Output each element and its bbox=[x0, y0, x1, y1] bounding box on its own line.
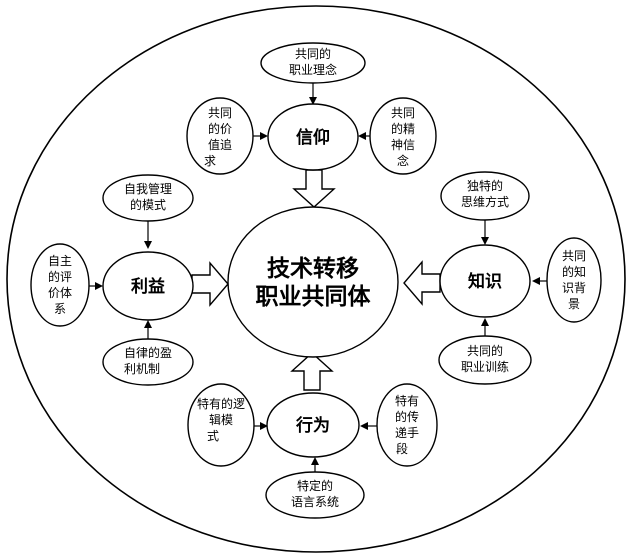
svg-text:独特的: 独特的 bbox=[467, 178, 503, 193]
svg-text:段: 段 bbox=[396, 441, 408, 456]
svg-text:的精: 的精 bbox=[391, 121, 415, 136]
hub-knowledge: 知识 bbox=[439, 244, 531, 318]
hub-behavior: 行为 bbox=[266, 392, 360, 458]
block-arrow-down bbox=[292, 169, 336, 208]
svg-text:共同: 共同 bbox=[562, 249, 586, 263]
svg-text:的知: 的知 bbox=[562, 264, 586, 279]
svg-text:系: 系 bbox=[54, 302, 66, 316]
svg-text:职业理念: 职业理念 bbox=[289, 62, 337, 77]
center-line-2: 职业共同体 bbox=[256, 284, 372, 310]
svg-text:共同: 共同 bbox=[391, 106, 415, 120]
svg-text:识背: 识背 bbox=[562, 281, 586, 295]
svg-text:职业训练: 职业训练 bbox=[461, 359, 509, 374]
hub-belief-label: 信仰 bbox=[296, 127, 330, 148]
svg-text:特有: 特有 bbox=[395, 393, 419, 408]
svg-text:景: 景 bbox=[568, 297, 580, 311]
svg-text:自律的盈: 自律的盈 bbox=[124, 345, 172, 360]
svg-text:价体: 价体 bbox=[48, 286, 72, 300]
svg-text:特定的: 特定的 bbox=[297, 478, 333, 493]
block-arrow-right bbox=[191, 261, 229, 307]
svg-text:式: 式 bbox=[207, 429, 219, 443]
svg-text:共同: 共同 bbox=[208, 106, 232, 120]
node-transfer-means: 特有 的传 递手 段 bbox=[376, 383, 438, 467]
svg-text:的传: 的传 bbox=[395, 409, 419, 424]
svg-text:的价: 的价 bbox=[208, 121, 232, 136]
node-language-system: 特定的 语言系统 bbox=[265, 471, 365, 519]
node-shared-background: 共同 的知 识背 景 bbox=[546, 237, 602, 323]
svg-text:求: 求 bbox=[204, 154, 216, 168]
node-shared-spirit: 共同 的精 神信 念 bbox=[369, 97, 437, 175]
svg-text:辑模: 辑模 bbox=[209, 413, 233, 427]
node-shared-values: 共同 的价 值追 求 bbox=[186, 97, 254, 175]
svg-text:自主: 自主 bbox=[48, 254, 72, 268]
hub-interest: 利益 bbox=[102, 251, 194, 321]
hub-behavior-label: 行为 bbox=[295, 415, 330, 436]
node-shared-concept: 共同的 职业理念 bbox=[260, 42, 366, 84]
svg-text:自我管理: 自我管理 bbox=[124, 181, 172, 196]
svg-text:语言系统: 语言系统 bbox=[291, 495, 339, 509]
node-self-profit: 自律的盈 利机制 bbox=[102, 338, 194, 386]
node-shared-training: 共同的 职业训练 bbox=[438, 335, 532, 385]
block-arrow-up bbox=[290, 352, 334, 391]
node-logic-mode: 特有的逻 辑模 式 bbox=[187, 383, 255, 467]
svg-text:值追: 值追 bbox=[208, 137, 232, 152]
svg-text:共同的: 共同的 bbox=[467, 343, 503, 358]
hub-knowledge-label: 知识 bbox=[467, 271, 502, 292]
svg-text:共同的: 共同的 bbox=[295, 46, 331, 61]
svg-text:的评: 的评 bbox=[48, 269, 72, 284]
svg-text:利机制: 利机制 bbox=[124, 362, 160, 376]
connectors bbox=[89, 82, 547, 473]
hub-belief: 信仰 bbox=[267, 103, 359, 171]
center-line-1: 技术转移 bbox=[267, 255, 359, 282]
center-node: 技术转移 职业共同体 bbox=[227, 206, 399, 358]
node-self-evaluation: 自主 的评 价体 系 bbox=[30, 243, 90, 327]
svg-text:神信: 神信 bbox=[391, 138, 415, 152]
svg-text:思维方式: 思维方式 bbox=[461, 194, 509, 209]
svg-text:递手: 递手 bbox=[395, 426, 419, 440]
svg-text:的模式: 的模式 bbox=[130, 197, 166, 212]
block-arrow-left bbox=[403, 260, 441, 306]
svg-text:特有的逻: 特有的逻 bbox=[197, 396, 245, 411]
node-unique-thinking: 独特的 思维方式 bbox=[440, 171, 530, 221]
svg-text:念: 念 bbox=[397, 153, 409, 168]
node-self-management: 自我管理 的模式 bbox=[102, 174, 194, 222]
hub-interest-label: 利益 bbox=[131, 276, 165, 297]
